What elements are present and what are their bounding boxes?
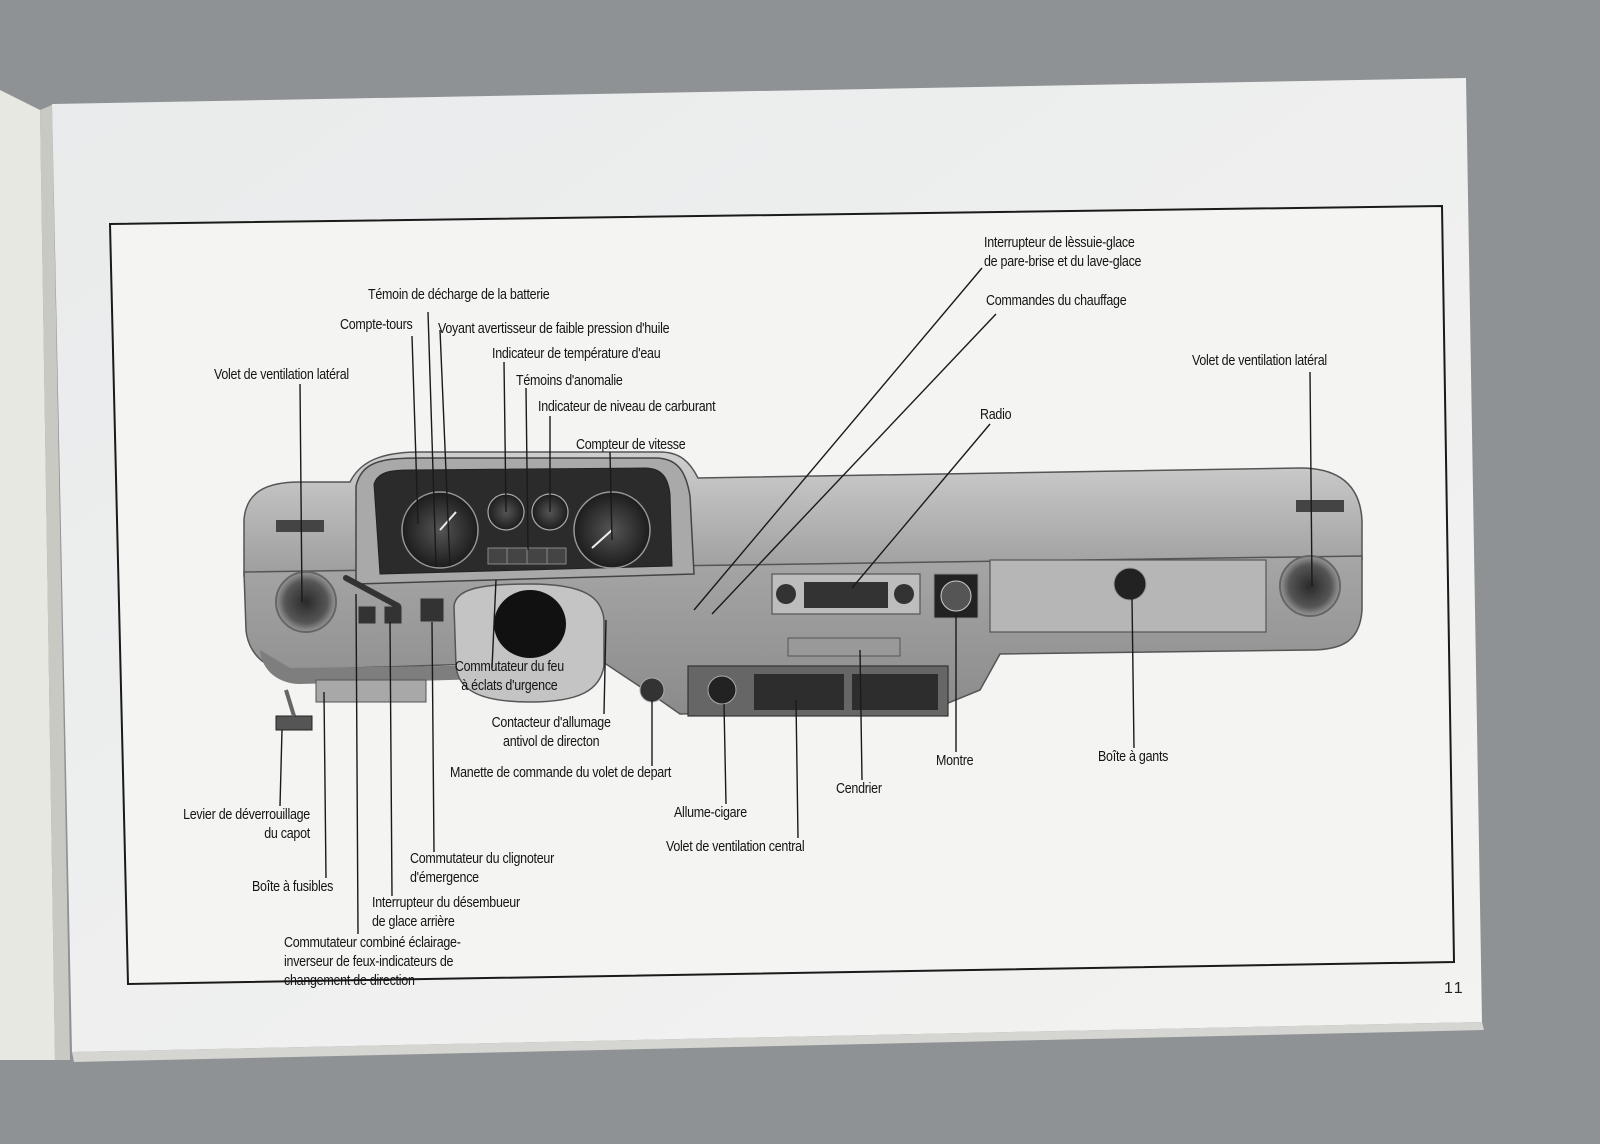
- leader-vitesse: [609, 451, 613, 541]
- center-vent-left: [754, 674, 844, 710]
- label-volet-lateral-droit: Volet de ventilation latéral: [1192, 353, 1327, 369]
- leader-desembueur: [389, 621, 393, 897]
- label-boite-fusibles: Boîte à fusibles: [252, 879, 334, 895]
- label-temoin-batterie: Témoin de décharge de la batterie: [368, 287, 550, 303]
- left-side-vent: [275, 571, 337, 633]
- leader-volet-gauche: [299, 383, 303, 603]
- label-volet-central: Volet de ventilation central: [666, 839, 805, 855]
- label-cendrier: Cendrier: [836, 781, 882, 797]
- leader-contacteur: [603, 619, 607, 715]
- leader-volet-droit: [1309, 371, 1313, 587]
- radio-knob-left: [776, 584, 796, 604]
- page-bottom-edge: [72, 1022, 1484, 1062]
- label-voyant-huile: Voyant avertisseur de faible pression d'…: [438, 321, 670, 337]
- leader-feu-urgence: [491, 579, 497, 669]
- leader-radio: [851, 423, 991, 589]
- hazard-switch: [357, 605, 377, 625]
- leader-boite-gants: [1131, 597, 1135, 749]
- label-indicateur-carburant: Indicateur de niveau de carburant: [538, 399, 716, 415]
- label-volet-lateral-gauche: Volet de ventilation latéral: [214, 367, 349, 383]
- label-compte-tours: Compte-tours: [340, 317, 413, 333]
- label-montre: Montre: [936, 753, 974, 769]
- ashtray: [787, 637, 901, 657]
- label-commutateur-feu-urgence: Commutateur du feu à éclats d'urgence: [454, 659, 564, 694]
- label-commutateur-clignoteur: Commutateur du clignoteur d'émergence: [410, 851, 554, 886]
- radio-tuner: [804, 582, 888, 608]
- left-side-vent-grille: [276, 520, 324, 532]
- leader-temoin-batterie: [427, 311, 437, 567]
- label-commandes-chauffage: Commandes du chauffage: [986, 293, 1127, 309]
- glove-box-lock: [1113, 567, 1147, 601]
- page-number: 11: [1444, 980, 1465, 997]
- right-side-vent-grille: [1296, 500, 1344, 512]
- center-vent-right: [852, 674, 938, 710]
- label-interrupteur-desembueur: Interrupteur du désembueur de glace arri…: [372, 895, 520, 930]
- radio-knob-right: [894, 584, 914, 604]
- leader-fusibles: [323, 691, 327, 879]
- leader-temoins: [525, 387, 529, 551]
- leader-clignoteur: [431, 621, 435, 853]
- steering-column-hub: [494, 590, 566, 658]
- label-levier-capot: Levier de déverrouillage du capot: [183, 807, 310, 842]
- label-commutateur-eclairage: Commutateur combiné éclairage- inverseur…: [284, 935, 461, 989]
- leader-compte-tours: [411, 335, 419, 525]
- label-radio: Radio: [980, 407, 1012, 423]
- dashboard: [243, 451, 1363, 731]
- leader-voyant-huile: [439, 329, 451, 567]
- hood-release-lever: [275, 715, 313, 731]
- leader-lines: [279, 267, 1313, 935]
- leader-temperature: [503, 361, 507, 513]
- left-page-edge: [0, 90, 55, 1060]
- leader-essuie-glace: [693, 267, 983, 611]
- label-contacteur-allumage: Contacteur d'allumage antivol de directo…: [491, 715, 611, 750]
- leader-volet-central: [795, 699, 799, 839]
- leader-allume-cigare: [723, 703, 727, 805]
- leader-levier-capot: [279, 729, 283, 807]
- leader-chauffage: [711, 313, 997, 615]
- fuse-box: [315, 679, 427, 703]
- label-boite-gants: Boîte à gants: [1098, 749, 1169, 765]
- label-manette-volet-depart: Manette de commande du volet de depart: [450, 765, 672, 781]
- book-spine-shadow: [40, 105, 70, 1060]
- hazard-flasher-switch: [419, 597, 445, 623]
- label-indicateur-temperature: Indicateur de température d'eau: [492, 346, 661, 362]
- cigarette-lighter: [707, 675, 737, 705]
- right-side-vent: [1279, 555, 1341, 617]
- choke-knob: [639, 677, 665, 703]
- label-compteur-vitesse: Compteur de vitesse: [576, 437, 686, 453]
- label-interrupteur-essuie-glace: Interrupteur de lèssuie-glace de pare-br…: [984, 235, 1142, 270]
- combination-stalk: [343, 575, 401, 609]
- label-temoins-anomalie: Témoins d'anomalie: [516, 373, 623, 389]
- leader-cendrier: [859, 649, 863, 781]
- leader-eclairage: [355, 593, 359, 935]
- label-allume-cigare: Allume-cigare: [674, 805, 747, 821]
